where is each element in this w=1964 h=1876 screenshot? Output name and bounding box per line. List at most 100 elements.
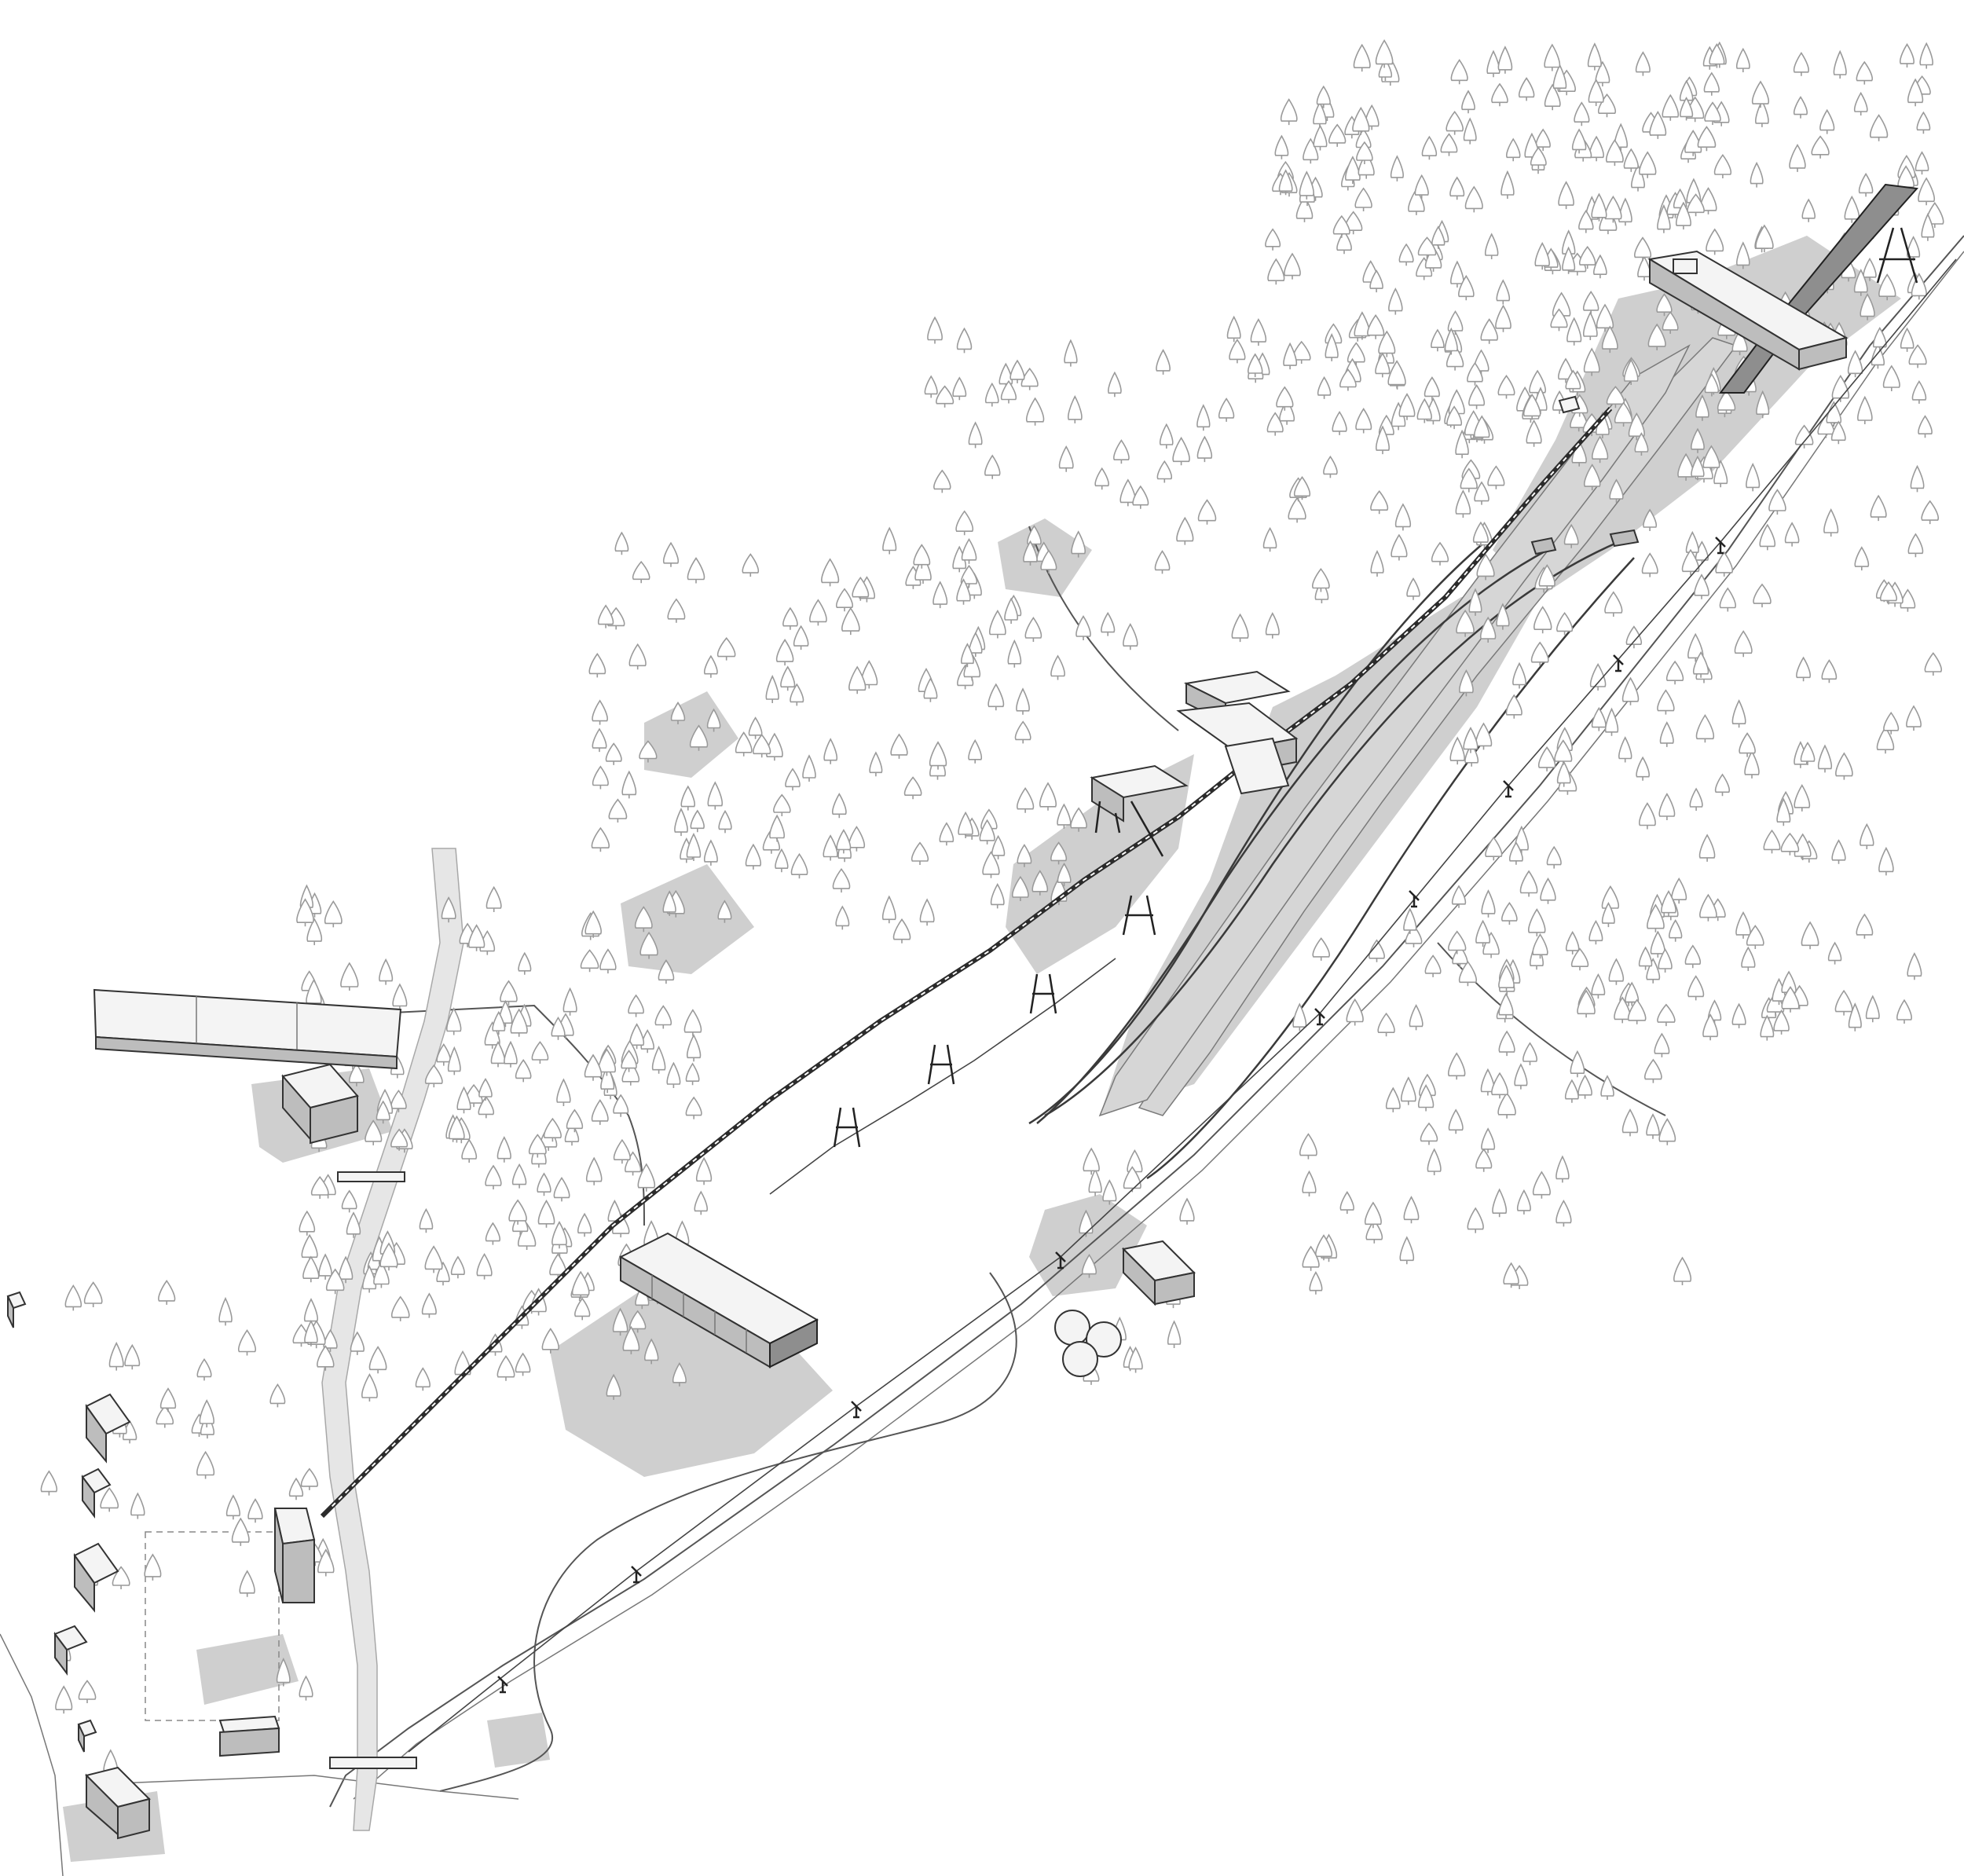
conifer-tree — [508, 1199, 527, 1225]
conifer-tree — [1698, 834, 1716, 862]
conifer-tree — [1159, 423, 1174, 449]
conifer-tree — [1408, 188, 1425, 215]
conifer-tree — [1658, 947, 1673, 973]
conifer-tree — [1618, 197, 1632, 226]
conifer-tree — [1713, 460, 1728, 488]
conifer-tree — [239, 1570, 255, 1597]
conifer-tree — [1398, 243, 1414, 266]
conifer-tree — [1856, 60, 1873, 85]
conifer-tree — [543, 1117, 562, 1142]
conifer-tree — [960, 643, 974, 668]
conifer-tree — [1588, 920, 1603, 945]
yurt-c — [1062, 1341, 1098, 1377]
conifer-tree — [1403, 1196, 1420, 1224]
conifer-tree — [716, 637, 736, 661]
conifer-tree — [1900, 327, 1915, 352]
conifer-tree — [1830, 420, 1846, 445]
conifer-tree — [592, 727, 607, 753]
conifer-tree — [1588, 135, 1604, 162]
conifer-tree — [1265, 228, 1281, 251]
conifer-tree — [1794, 833, 1812, 860]
conifer-tree — [1088, 1167, 1102, 1196]
conifer-tree — [982, 851, 1000, 878]
conifer-tree — [1555, 1155, 1570, 1183]
conifer-tree — [832, 867, 851, 893]
conifer-tree — [537, 1172, 551, 1196]
conifer-tree — [1753, 583, 1772, 608]
conifer-tree — [1835, 752, 1853, 780]
conifer-tree — [1882, 365, 1900, 391]
conifer-tree — [1339, 368, 1357, 391]
trestle-support — [1029, 973, 1057, 1014]
conifer-tree — [689, 724, 709, 751]
conifer-tree — [1863, 257, 1877, 281]
conifer-tree — [1450, 260, 1464, 288]
conifer-tree — [1007, 639, 1022, 668]
top-station-base — [1798, 336, 1847, 371]
conifer-tree — [1564, 1079, 1579, 1103]
conifer-tree — [848, 665, 867, 694]
conifer-tree — [1702, 1013, 1718, 1041]
conifer-tree — [1385, 1086, 1401, 1112]
conifer-tree — [790, 852, 808, 879]
conifer-tree — [860, 660, 878, 689]
conifer-tree — [672, 1361, 687, 1387]
conifer-tree — [1498, 992, 1514, 1019]
conifer-tree — [1416, 398, 1432, 423]
conifer-tree — [1714, 773, 1731, 797]
conifer-tree — [1591, 192, 1607, 222]
conifer-tree — [1625, 981, 1640, 1006]
conifer-tree — [1026, 397, 1045, 426]
conifer-tree — [1566, 317, 1582, 346]
conifer-tree — [1009, 359, 1025, 383]
conifer-tree — [515, 1352, 531, 1376]
conifer-tree — [927, 316, 943, 344]
conifer-tree — [1283, 342, 1298, 370]
conifer-tree — [1467, 361, 1483, 386]
conifer-tree — [1689, 787, 1703, 811]
conifer-tree — [1474, 415, 1490, 442]
conifer-tree — [933, 581, 948, 609]
village-house-e-wall — [78, 1724, 85, 1753]
conifer-tree — [1606, 138, 1624, 167]
conifer-tree — [1431, 328, 1445, 352]
conifer-tree — [1880, 581, 1897, 605]
conifer-tree — [1464, 185, 1483, 213]
conifer-tree — [1458, 960, 1477, 987]
conifer-tree — [1328, 123, 1347, 147]
conifer-tree — [1657, 689, 1675, 715]
conifer-tree — [748, 716, 763, 739]
conifer-tree — [1102, 1179, 1117, 1205]
conifer-tree — [531, 1041, 549, 1064]
conifer-tree — [802, 754, 816, 782]
conifer-tree — [1082, 1254, 1097, 1278]
conifer-tree — [1658, 1118, 1676, 1145]
conifer-tree — [304, 1320, 318, 1347]
conifer-tree — [640, 1029, 654, 1053]
conifer-tree — [349, 1062, 365, 1086]
conifer-tree — [1519, 870, 1538, 897]
conifer-tree — [112, 1566, 130, 1589]
conifer-tree — [933, 469, 951, 493]
conifer-tree — [666, 1061, 681, 1088]
conifer-tree — [1495, 304, 1511, 332]
conifer-tree — [1295, 196, 1314, 222]
conifer-tree — [1057, 863, 1072, 887]
conifer-tree — [1623, 148, 1639, 172]
funicular-rail-detail — [329, 408, 1611, 1509]
outrun-curve-1 — [1044, 540, 1619, 1117]
conifer-tree — [218, 1296, 233, 1326]
conifer-tree — [1050, 841, 1068, 865]
conifer-tree — [639, 931, 658, 959]
conifer-tree — [1356, 141, 1373, 164]
conifer-tree — [1023, 540, 1038, 566]
forest — [40, 38, 1944, 1775]
conifer-tree — [1358, 152, 1375, 179]
conifer-tree — [1448, 1052, 1466, 1080]
small-platform-east — [1609, 529, 1640, 548]
conifer-tree — [299, 1675, 313, 1701]
conifer-tree — [1739, 732, 1756, 757]
conifer-tree — [1526, 419, 1542, 447]
access-road-loop — [439, 1272, 1017, 1792]
conifer-tree — [1571, 128, 1587, 154]
